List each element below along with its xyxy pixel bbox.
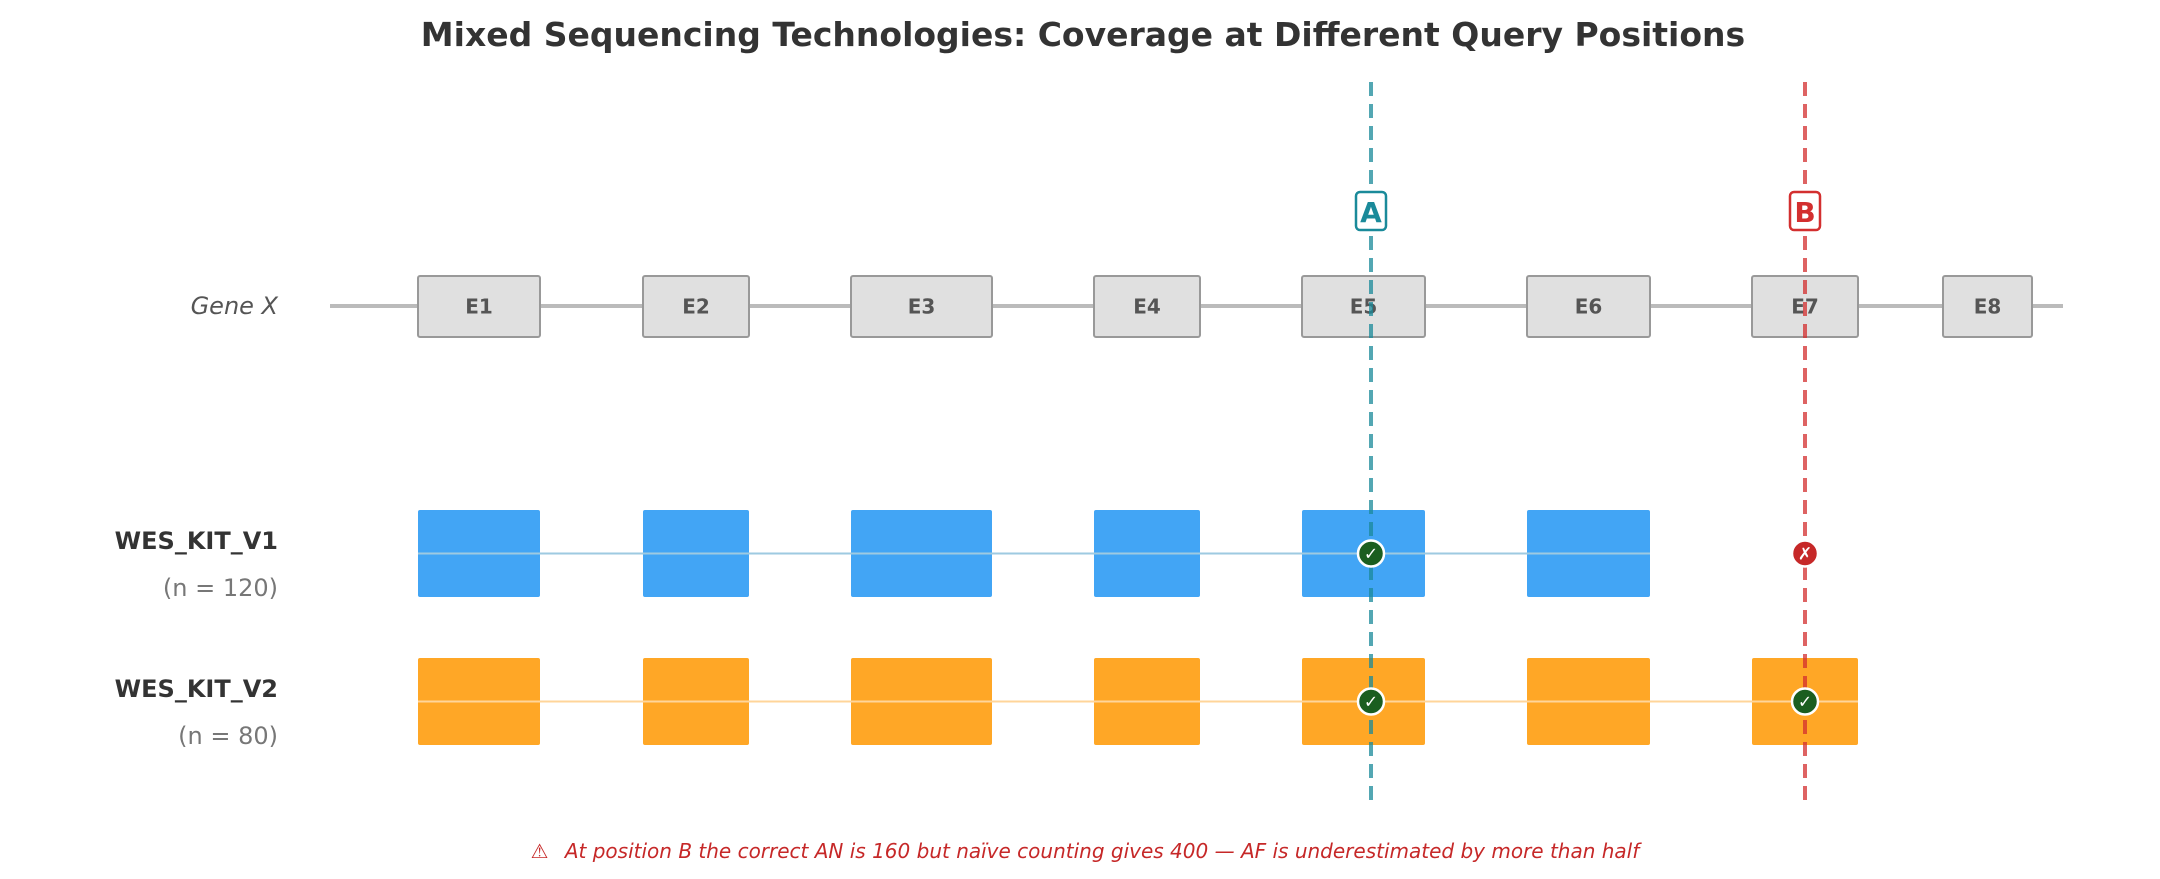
kit-tracks: WES_KIT_V1 (n = 120) WES_KIT_V2 (n = 80) bbox=[115, 510, 1858, 750]
exon-box bbox=[850, 275, 993, 338]
gene-label: Gene X bbox=[191, 292, 279, 320]
exon-box bbox=[1301, 275, 1426, 338]
exon-label: E3 bbox=[908, 295, 936, 319]
kit-track-0 bbox=[418, 510, 1650, 597]
query-label-box bbox=[1788, 190, 1822, 232]
exon-label: E6 bbox=[1575, 295, 1603, 319]
status-glyph: ✓ bbox=[1364, 693, 1378, 713]
exon-box bbox=[642, 275, 750, 338]
warning-note: ⚠ At position B the correct AN is 160 bu… bbox=[531, 839, 1643, 863]
exon-e8: E8 bbox=[1942, 275, 2033, 338]
query-label-box bbox=[1354, 190, 1388, 232]
exon-e5: E5 bbox=[1301, 275, 1426, 338]
query-position-b: B bbox=[1788, 82, 1822, 800]
status-glyph: ✓ bbox=[1364, 545, 1378, 565]
diagram-title: Mixed Sequencing Technologies: Coverage … bbox=[421, 15, 1745, 54]
exon-box bbox=[1942, 275, 2033, 338]
covered-check-icon: ✓ bbox=[1356, 539, 1386, 568]
exon-label: E4 bbox=[1133, 295, 1161, 319]
kit-sample-count: (n = 120) bbox=[163, 574, 278, 602]
gene-track: Gene X E1E2E3E4E5E6E7E8 bbox=[191, 275, 2063, 338]
status-glyph: ✗ bbox=[1798, 545, 1812, 565]
coverage-status-markers: ✓ ✓ ✗ ✓ bbox=[1356, 539, 1820, 716]
exon-e1: E1 bbox=[417, 275, 541, 338]
kit-name: WES_KIT_V2 bbox=[115, 675, 278, 703]
exon-e2: E2 bbox=[642, 275, 750, 338]
exon-label: E5 bbox=[1350, 295, 1378, 319]
kit-track-1 bbox=[418, 658, 1858, 745]
covered-check-icon: ✓ bbox=[1790, 687, 1820, 716]
exon-box bbox=[1526, 275, 1651, 338]
query-label: A bbox=[1360, 196, 1382, 229]
status-glyph: ✓ bbox=[1798, 693, 1812, 713]
exon-e4: E4 bbox=[1093, 275, 1201, 338]
exon-box bbox=[417, 275, 541, 338]
exon-label: E2 bbox=[682, 295, 710, 319]
not-covered-x-icon: ✗ bbox=[1790, 539, 1820, 568]
exon-label: E1 bbox=[465, 295, 493, 319]
exon-e3: E3 bbox=[850, 275, 993, 338]
exon-label: E8 bbox=[1974, 295, 2002, 319]
warning-icon: ⚠ bbox=[531, 839, 549, 863]
exon-e6: E6 bbox=[1526, 275, 1651, 338]
query-position-a: A bbox=[1354, 82, 1388, 800]
exon-box bbox=[1093, 275, 1201, 338]
warning-text: At position B the correct AN is 160 but … bbox=[563, 839, 1642, 863]
query-label: B bbox=[1794, 196, 1815, 229]
kit-name: WES_KIT_V1 bbox=[115, 527, 278, 555]
covered-check-icon: ✓ bbox=[1356, 687, 1386, 716]
kit-sample-count: (n = 80) bbox=[178, 722, 278, 750]
